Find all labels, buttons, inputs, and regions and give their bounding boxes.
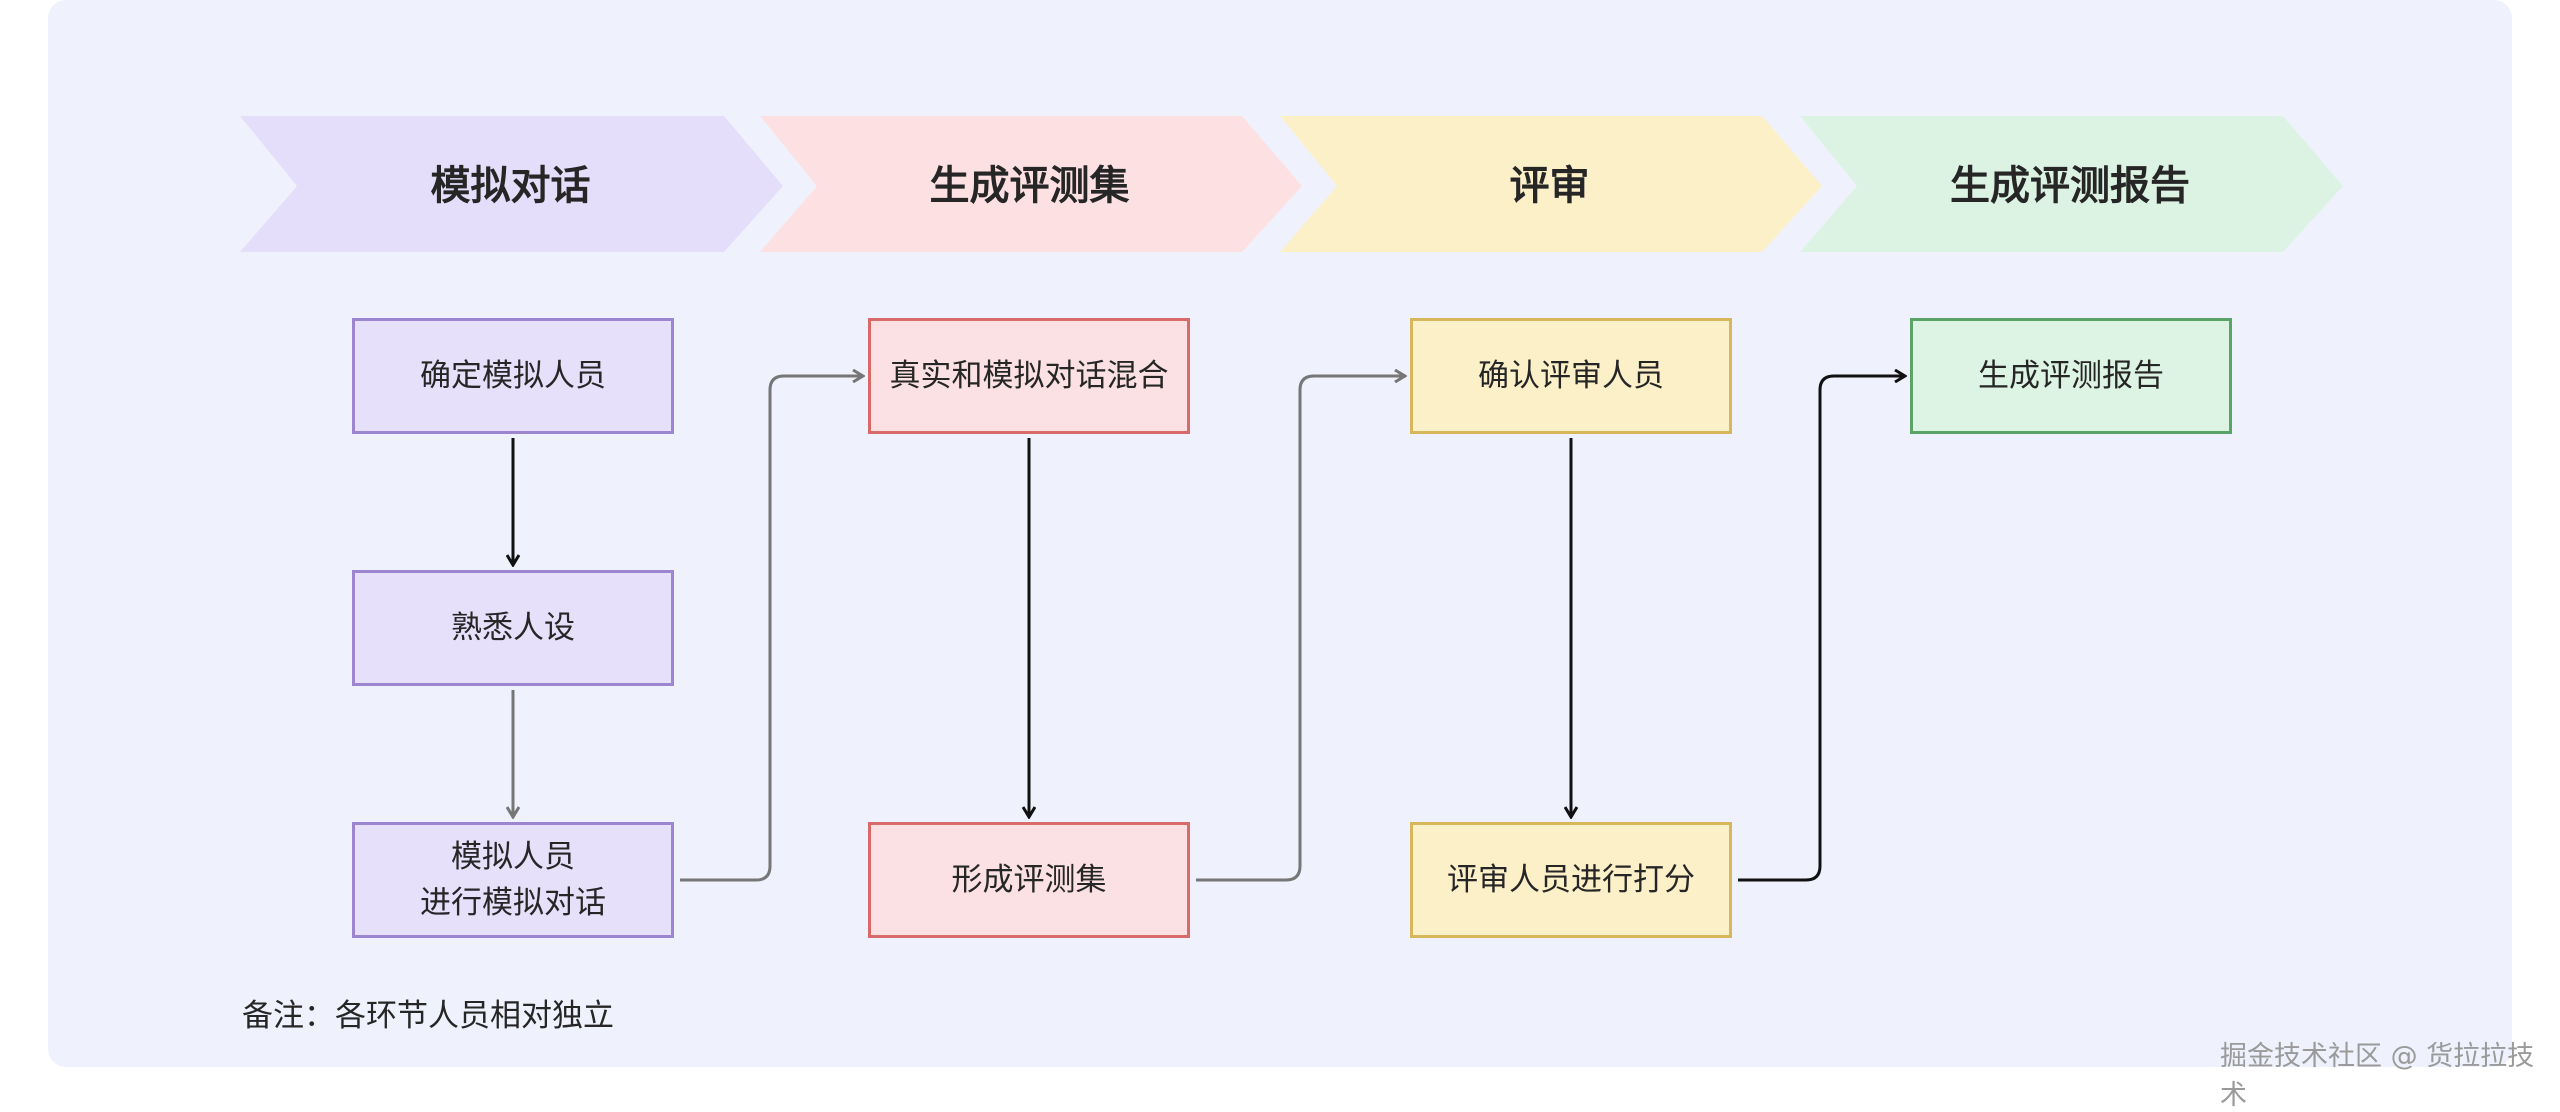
stage-label-4: 生成评测报告 [1950,163,2190,209]
arrow-scoring-to-report [1738,376,1904,882]
stage-label-2: 生成评测集 [929,163,1130,209]
arrow-dialog-to-mix [680,376,862,882]
stage-chevron-4 [1800,116,2343,252]
node-sim-dialog: 模拟人员 进行模拟对话 [352,822,674,938]
stage-label-1: 模拟对话 [430,163,591,209]
node-generate-report: 生成评测报告 [1910,318,2232,434]
stage-chevron-1 [240,116,783,252]
arrow-form-to-confirm-review [1196,376,1404,882]
node-familiarize-persona: 熟悉人设 [352,570,674,686]
stage-label-3: 评审 [1509,163,1590,209]
node-mix-dialogs: 真实和模拟对话混合 [868,318,1190,434]
node-confirm-reviewers: 确认评审人员 [1410,318,1732,434]
stage-chevron-2 [760,116,1302,252]
footnote: 备注：各环节人员相对独立 [242,998,614,1034]
watermark: 掘金技术社区 @ 货拉拉技术 [2220,1041,2535,1111]
node-reviewer-scoring: 评审人员进行打分 [1410,822,1732,938]
node-confirm-sim-personnel: 确定模拟人员 [352,318,674,434]
node-form-eval-set: 形成评测集 [868,822,1190,938]
stage-chevron-3 [1280,116,1822,252]
